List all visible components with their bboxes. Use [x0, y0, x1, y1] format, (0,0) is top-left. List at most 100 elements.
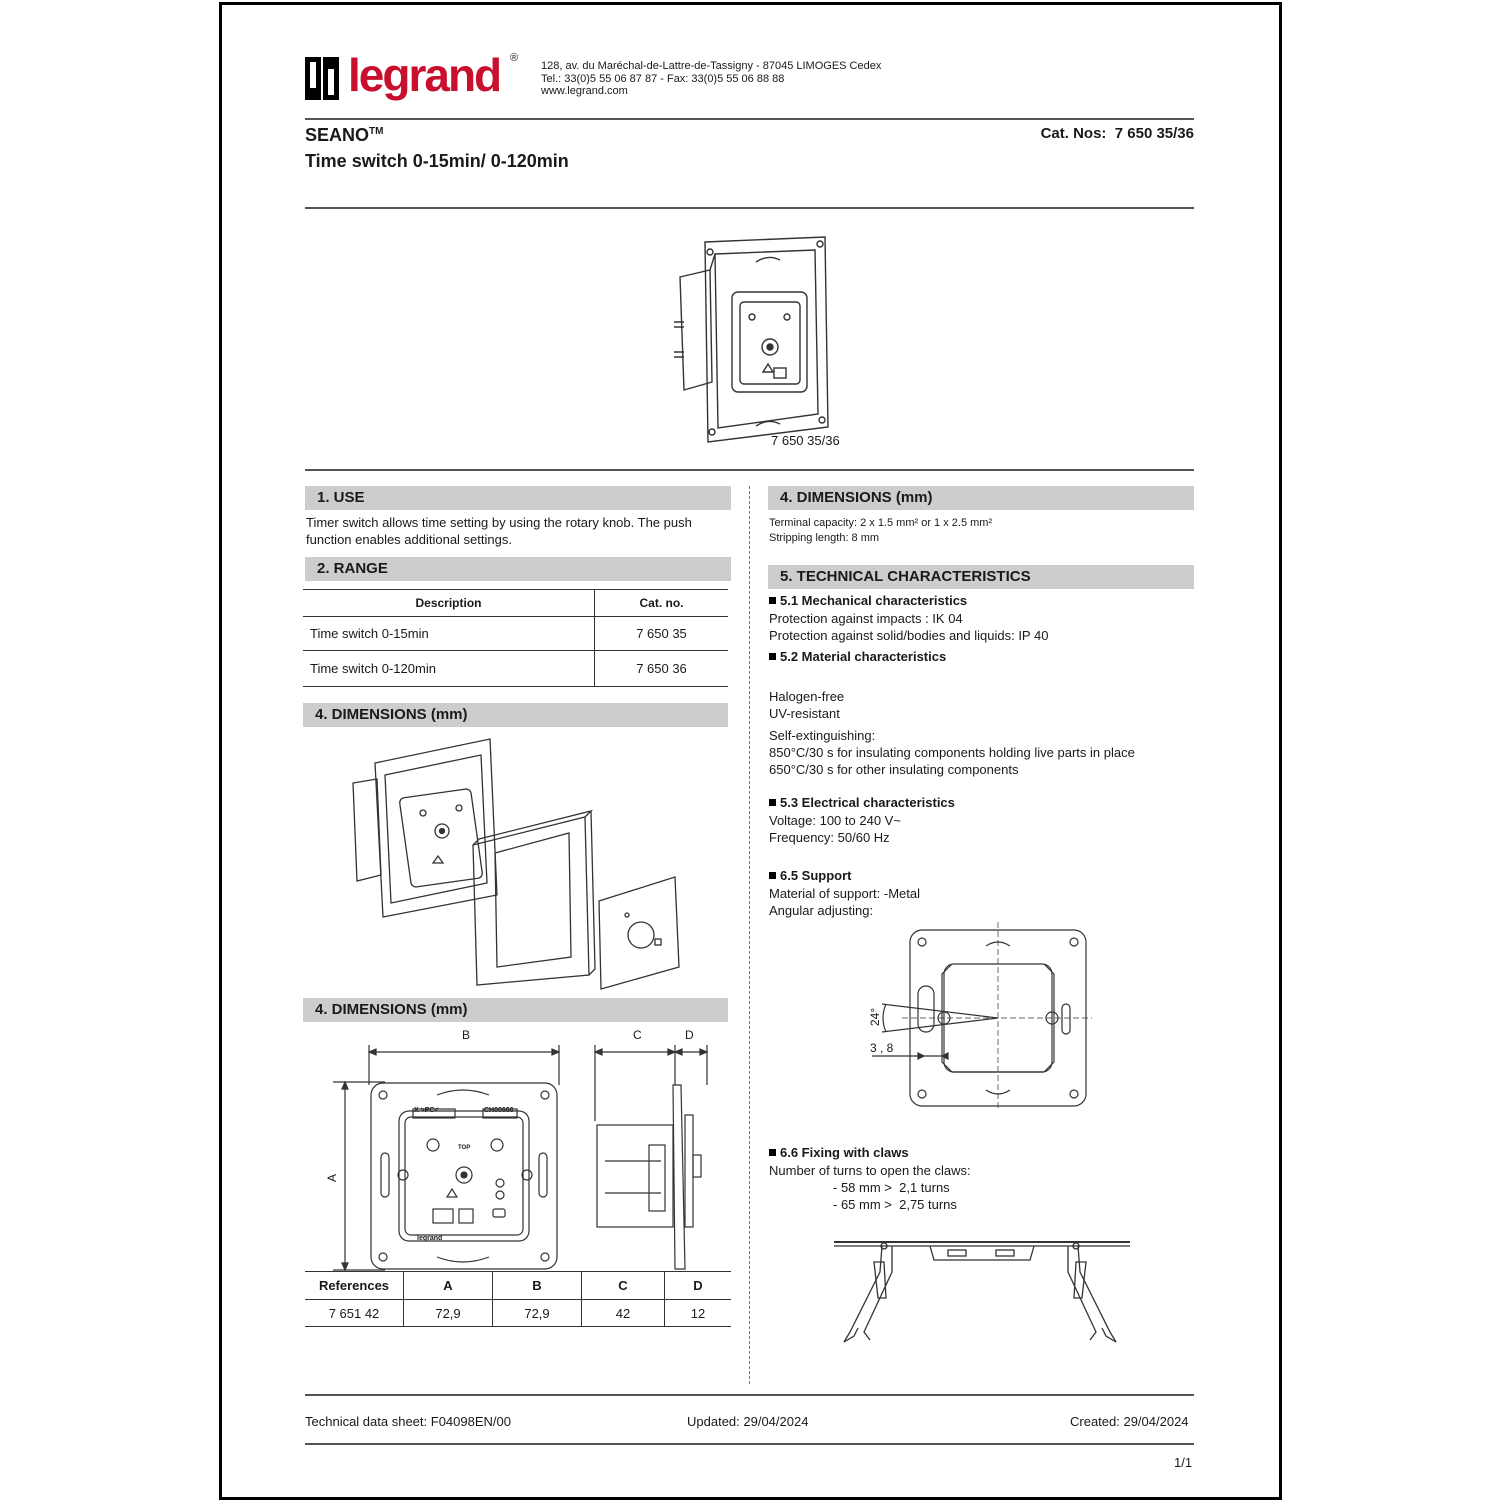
range-cell-catno: 7 650 35	[636, 626, 687, 641]
header-rule	[305, 118, 1194, 120]
use-description-line-2: function enables additional settings.	[306, 532, 512, 547]
dimension-drawing-icon	[333, 1045, 709, 1272]
address-line-1: 128, av. du Maréchal-de-Lattre-de-Tassig…	[541, 60, 882, 72]
dimensions-header-a: A	[403, 1271, 493, 1300]
angle-label: 24°	[868, 1007, 883, 1027]
dimension-label-c: C	[633, 1028, 642, 1042]
product-image-caption: 7 650 35/36	[771, 433, 840, 448]
material-line-2: UV-resistant	[769, 706, 840, 721]
support-line-1: Material of support: -Metal	[769, 886, 921, 901]
exploded-assembly-icon	[352, 738, 680, 990]
dimensions-header-b: B	[492, 1271, 582, 1300]
logo-wordmark: legrand	[348, 49, 502, 101]
table-row: Time switch 0-120min 7 650 36	[303, 650, 728, 687]
column-divider	[749, 486, 750, 1384]
angular-adjusting-drawing: 24° 3 , 8	[862, 922, 1102, 1110]
electrical-title: 5.3 Electrical characteristics	[769, 795, 955, 810]
material-title: 5.2 Material characteristics	[769, 649, 946, 664]
material-line-1: Halogen-free	[769, 689, 845, 704]
front-brand: legrand	[417, 1235, 443, 1242]
dimensions-cell-d: 12	[690, 1305, 706, 1321]
product-name: SEANOTM	[305, 125, 383, 146]
data-sheet-page	[219, 2, 1282, 1500]
section-right-dimensions-header: 4. DIMENSIONS (mm)	[768, 486, 1194, 510]
material-title-text: 5.2 Material characteristics	[780, 649, 947, 664]
support-plate-icon	[872, 922, 1092, 1110]
table-row: 7 651 42 72,9 72,9 42 12	[305, 1299, 731, 1327]
website-link[interactable]: www.legrand.com	[541, 85, 628, 97]
claws-line-2: - 58 mm > 2,1 turns	[833, 1180, 950, 1195]
electrical-line-1: Voltage: 100 to 240 V~	[769, 813, 901, 828]
legrand-logo: legrand ®	[304, 49, 524, 112]
material-line-5: 650°C/30 s for other insulating componen…	[769, 762, 1019, 777]
page-number: 1/1	[1174, 1455, 1193, 1470]
material-line-3: Self-extinguishing:	[769, 728, 876, 743]
dimension-label-a: A	[325, 1173, 340, 1183]
dimensions-header-d: D	[693, 1278, 703, 1293]
range-header-row: Description Cat. no.	[303, 589, 728, 617]
range-header-description: Description	[303, 589, 595, 617]
product-name-text: SEANO	[305, 125, 370, 145]
registered-mark: ®	[510, 52, 519, 64]
front-label-top-left: X >PC<	[414, 1107, 439, 1114]
datasheet-reference: Technical data sheet: F04098EN/00	[305, 1414, 511, 1429]
section-range-header: 2. RANGE	[305, 557, 731, 581]
electrical-line-2: Frequency: 50/60 Hz	[769, 830, 890, 845]
stripping-length: Stripping length: 8 mm	[769, 532, 880, 544]
mechanical-title: 5.1 Mechanical characteristics	[769, 593, 967, 608]
footer-top-rule	[305, 1394, 1194, 1396]
mechanical-line-1: Protection against impacts : IK 04	[769, 611, 963, 626]
dimension-label-d: D	[685, 1028, 694, 1042]
support-title-text: 6.5 Support	[780, 868, 852, 883]
dimensions-header-c: C	[581, 1271, 665, 1300]
section-dimensions-drawing-header: 4. DIMENSIONS (mm)	[303, 998, 728, 1022]
bullet-square-icon	[769, 597, 776, 604]
legrand-logo-icon	[305, 57, 339, 100]
claws-fixing-icon	[834, 1241, 1130, 1343]
offset-label: 3 , 8	[870, 1041, 894, 1055]
title-rule	[305, 207, 1194, 209]
footer-bottom-rule	[305, 1443, 1194, 1445]
bullet-square-icon	[769, 1149, 776, 1156]
section-dimensions-exploded-header: 4. DIMENSIONS (mm)	[303, 703, 728, 727]
use-description-line-1: Timer switch allows time setting by usin…	[306, 515, 692, 530]
front-label-top-right: CH00666	[484, 1107, 514, 1114]
material-line-4: 850°C/30 s for insulating components hol…	[769, 745, 1135, 760]
range-header-catno: Cat. no.	[639, 596, 684, 610]
section-use-header: 1. USE	[305, 486, 731, 510]
exploded-view-image	[345, 735, 690, 993]
range-cell-description: Time switch 0-120min	[303, 650, 595, 687]
bullet-square-icon	[769, 799, 776, 806]
support-title: 6.5 Support	[769, 868, 852, 883]
dimensions-header-references: References	[305, 1271, 404, 1300]
terminal-capacity: Terminal capacity: 2 x 1.5 mm² or 1 x 2.…	[769, 517, 993, 529]
image-rule	[305, 469, 1194, 471]
range-cell-catno: 7 650 36	[636, 661, 687, 676]
dimensions-cell-reference: 7 651 42	[305, 1299, 404, 1327]
table-row: Time switch 0-15min 7 650 35	[303, 616, 728, 651]
product-image	[670, 232, 840, 447]
claws-drawing	[830, 1232, 1135, 1348]
claws-line-3: - 65 mm > 2,75 turns	[833, 1197, 957, 1212]
range-table: Description Cat. no. Time switch 0-15min…	[303, 589, 728, 687]
claws-line-1: Number of turns to open the claws:	[769, 1163, 971, 1178]
claws-title: 6.6 Fixing with claws	[769, 1145, 909, 1160]
bullet-square-icon	[769, 653, 776, 660]
product-subtitle: Time switch 0-15min/ 0-120min	[305, 151, 569, 171]
dimension-label-b: B	[462, 1028, 471, 1042]
updated-date: Updated: 29/04/2024	[687, 1414, 809, 1429]
front-label-top: TOP	[458, 1145, 471, 1151]
range-cell-description: Time switch 0-15min	[303, 616, 595, 651]
electrical-title-text: 5.3 Electrical characteristics	[780, 795, 955, 810]
mechanism-iso-icon	[674, 236, 829, 443]
claws-title-text: 6.6 Fixing with claws	[780, 1145, 909, 1160]
dimension-drawing: B A C D X >PC< CH00666 TOP legrand	[325, 1025, 725, 1273]
mechanical-line-2: Protection against solid/bodies and liqu…	[769, 628, 1049, 643]
catalogue-numbers: Cat. Nos: 7 650 35/36	[1040, 125, 1194, 142]
dimensions-header-row: References A B C D	[305, 1271, 731, 1300]
trademark: TM	[369, 126, 384, 137]
support-line-2: Angular adjusting:	[769, 903, 874, 918]
bullet-square-icon	[769, 872, 776, 879]
dimensions-cell-a: 72,9	[403, 1299, 493, 1327]
dimensions-table: References A B C D 7 651 42 72,9 72,9 42…	[305, 1271, 731, 1327]
